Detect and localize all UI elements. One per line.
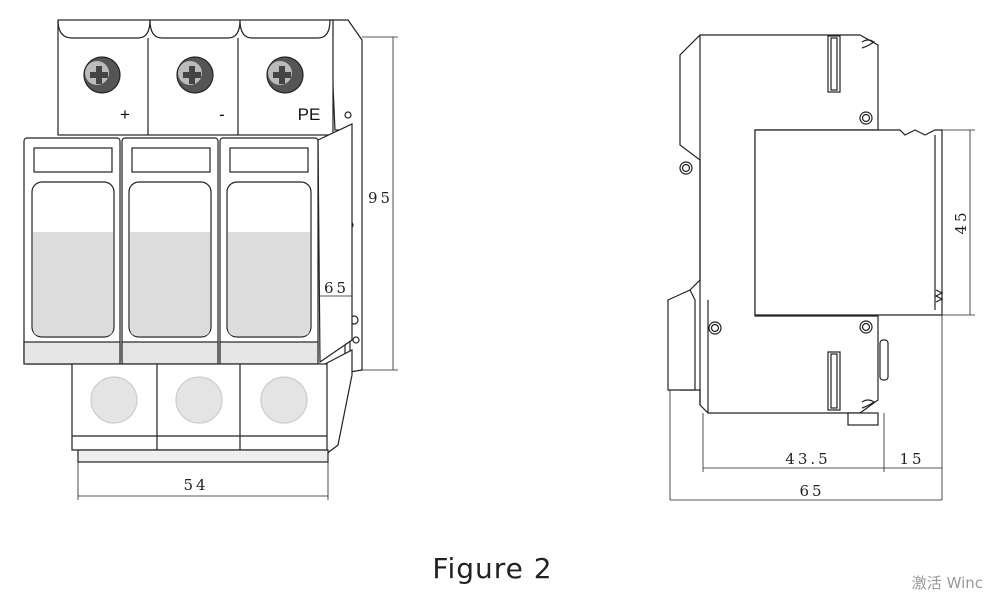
din-latch — [667, 289, 696, 391]
terminal-screw — [176, 56, 214, 94]
watermark-text: 激活 Winc — [911, 574, 983, 592]
module-plug — [23, 137, 121, 365]
side-dimensions — [669, 129, 975, 501]
dim-side-module-height: 45 — [952, 209, 970, 234]
terminal-label-minus: - — [219, 105, 225, 124]
front-view: + - PE — [23, 19, 363, 463]
terminal-screw — [83, 56, 121, 94]
terminal-label-pe: PE — [298, 105, 321, 124]
figure-caption: Figure 2 — [432, 552, 553, 585]
dim-depth-a: 43.5 — [785, 450, 830, 468]
side-view — [667, 34, 944, 426]
module-side — [317, 123, 353, 364]
terminal-screw — [266, 56, 304, 94]
dim-height: 95 — [368, 189, 393, 207]
dim-width: 54 — [183, 476, 208, 494]
screw-hole — [344, 111, 352, 119]
indicator-window — [175, 376, 223, 424]
din-rail-clip — [77, 449, 329, 463]
side-module — [754, 129, 943, 316]
base-side — [324, 349, 353, 457]
rail-foot — [847, 412, 879, 426]
module-plug — [121, 137, 219, 365]
indicator-window — [260, 376, 308, 424]
terminal-label-plus: + — [120, 105, 130, 124]
module-plug — [219, 137, 319, 365]
front-dimensions — [77, 36, 398, 500]
indicator-window — [90, 376, 138, 424]
dim-total-depth: 65 — [799, 482, 824, 500]
dim-module-height: 65 — [324, 279, 349, 297]
side-face — [329, 19, 363, 373]
dim-depth-b: 15 — [899, 450, 924, 468]
